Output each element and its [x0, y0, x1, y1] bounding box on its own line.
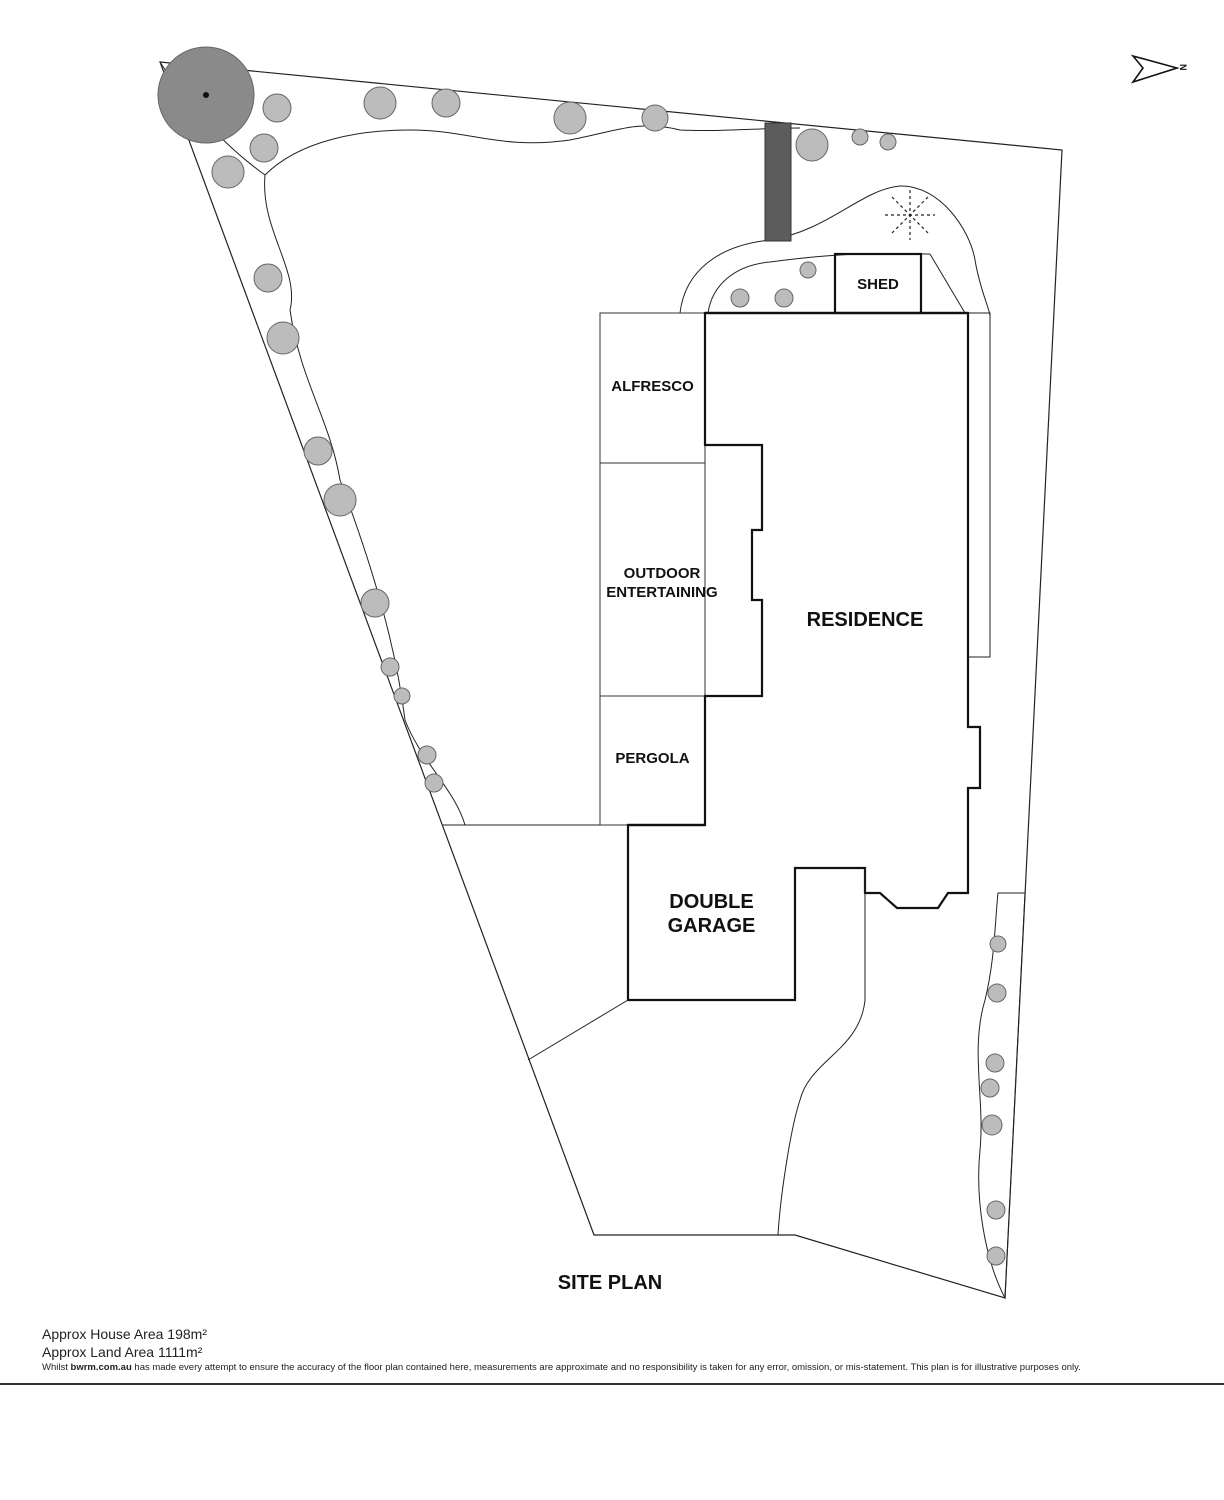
disclaimer-text: has made every attempt to ensure the acc…: [134, 1362, 1081, 1373]
driveway-left: [527, 999, 629, 1061]
land-area: Approx Land Area 1111m²: [42, 1344, 203, 1360]
outdoor-entertaining-line-1: OUTDOOR: [623, 565, 701, 582]
shrubs: [211, 86, 1007, 1266]
residence-outline: [626, 311, 982, 1002]
side-path-line: [929, 253, 966, 314]
site-plan-title: SITE PLAN: [557, 1272, 663, 1294]
double-garage-line-2: GARAGE: [667, 915, 756, 937]
shed-label: SHED: [857, 276, 899, 293]
outdoor-entertaining-line-2: ENTERTAINING: [606, 584, 718, 601]
garden-bed-outline: [159, 61, 466, 826]
driveway: [777, 868, 866, 1236]
alfresco-label: ALFRESCO: [611, 378, 694, 395]
outdoor-entertaining-label: OUTDOOR ENTERTAINING: [600, 564, 724, 602]
tree-large: [157, 46, 255, 144]
pergola-label: PERGOLA: [615, 750, 690, 767]
hedge-strip: [764, 122, 792, 242]
footer: Approx House Area 198m² Approx Land Area…: [42, 1325, 1202, 1375]
garden-bed-outline-top: [264, 125, 801, 176]
disclaimer-prefix: Whilst: [42, 1362, 68, 1373]
disclaimer-site-link[interactable]: bwrm.com.au: [70, 1362, 132, 1373]
side-path: [968, 312, 991, 658]
residence-label: RESIDENCE: [806, 609, 924, 631]
garden-feature: [885, 190, 935, 240]
house-area: Approx House Area 198m²: [42, 1326, 207, 1342]
property-boundary: [159, 61, 1063, 1299]
double-garage-line-1: DOUBLE: [669, 891, 754, 913]
garden-path: [679, 185, 991, 317]
north-label: N: [1178, 64, 1188, 71]
double-garage-label: DOUBLE GARAGE: [628, 890, 795, 938]
disclaimer: Whilst bwrm.com.au has made every attemp…: [42, 1361, 1202, 1375]
footer-divider: [0, 1383, 1224, 1385]
site-plan-drawing: N: [157, 46, 1188, 1300]
north-arrow-icon: [1130, 54, 1180, 84]
